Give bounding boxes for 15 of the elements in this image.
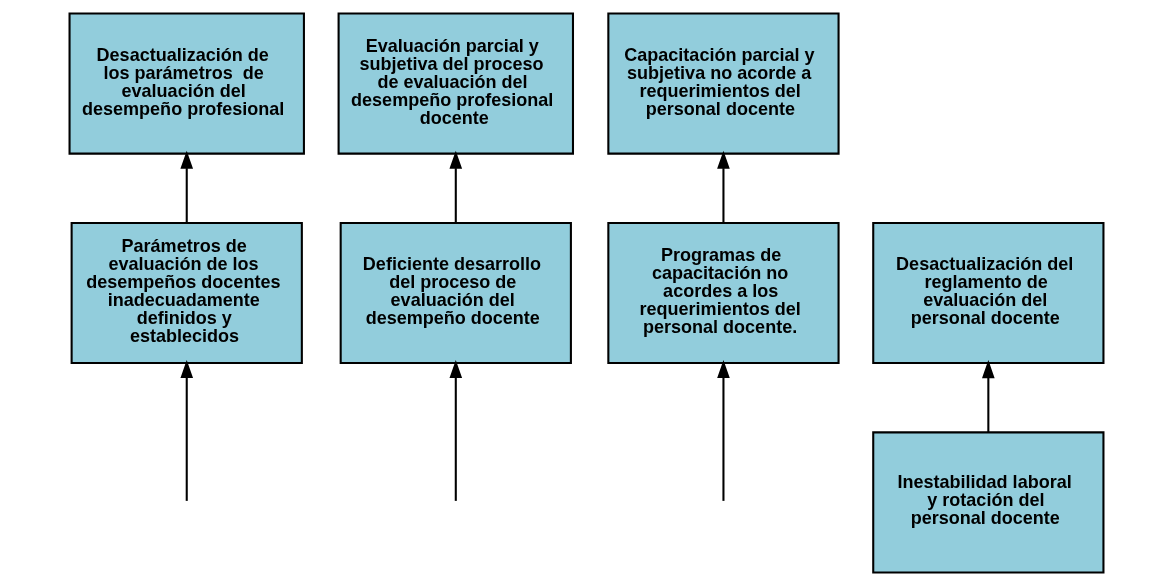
node-box: Desactualización del reglamento de evaluación del personal docente — [872, 221, 1105, 365]
node-box: Deficiente desarrollo del proceso de evaluación del desempeño docente — [339, 221, 572, 365]
arrow — [449, 359, 463, 501]
node-box: Programas de capacitación no acordes a los requerimientos del personal docente. — [607, 221, 840, 365]
node-box: Parámetros de evaluación de los desempeños docentes inadecuadamente definidos y establecidos — [70, 221, 303, 365]
arrow — [449, 150, 463, 223]
arrow — [717, 150, 730, 223]
arrow — [982, 360, 995, 433]
arrow — [180, 150, 194, 223]
node-box: Capacitación parcial y subjetiva no acorde a requerimientos del personal docente — [607, 12, 840, 155]
node-box: Desactualización de los parámetros de evaluación del desempeño profesional — [68, 12, 305, 155]
node-box: Evaluación parcial y subjetiva del proceso de evaluación del desempeño profesional docente — [337, 12, 574, 155]
arrow — [180, 359, 194, 501]
node-box: Inestabilidad laboral y rotación del personal docente — [872, 431, 1105, 574]
arrow — [717, 359, 730, 501]
